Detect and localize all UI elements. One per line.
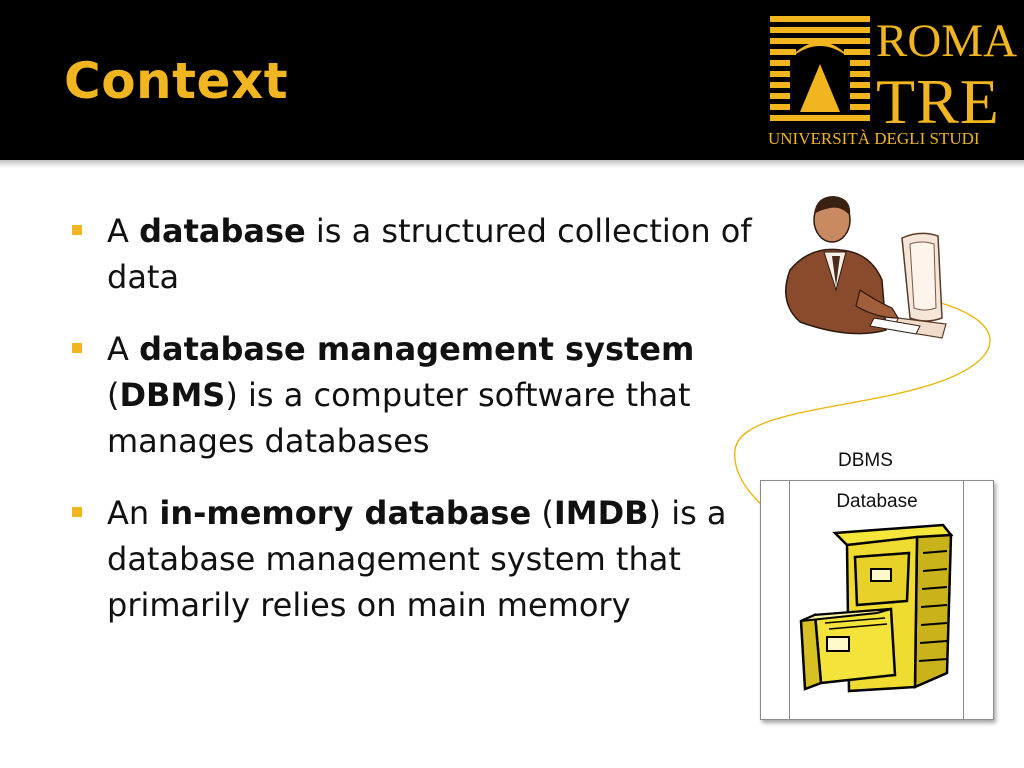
bullet-term: DBMS (119, 376, 226, 414)
bullet-term: database management system (139, 330, 695, 368)
file-cabinet-icon (799, 523, 954, 693)
bullet-term: in-memory database (159, 494, 532, 532)
bullet-square-icon (72, 343, 82, 353)
bullet-text: is a structured collection of data (107, 212, 752, 296)
slide-header (0, 0, 1024, 160)
bullet-text: A (107, 330, 140, 368)
logo-university-text: UNIVERSITÀ DEGLI STUDI (768, 129, 980, 148)
header-divider (0, 160, 1024, 168)
bullet-item: A database is a structured collection of… (72, 208, 762, 300)
logo-roma-text: ROMA (876, 15, 1018, 67)
bullet-text: ) is a database management system that p… (107, 494, 727, 624)
dbms-box-right-divider (963, 481, 964, 719)
bullet-term: database (139, 212, 306, 250)
roma-tre-emblem-icon (770, 16, 870, 121)
bullet-text: A (107, 212, 140, 250)
dbms-label: DBMS (838, 450, 893, 471)
database-label: Database (836, 491, 918, 512)
bullet-term: IMDB (553, 494, 649, 532)
bullet-square-icon (72, 225, 82, 235)
bullet-item: A database management system (DBMS) is a… (72, 326, 762, 464)
bullet-list: A database is a structured collection of… (72, 208, 762, 654)
bullet-text: ( (531, 494, 554, 532)
dbms-box: Database (760, 480, 994, 720)
university-logo: ROMA TRE UNIVERSITÀ DEGLI STUDI (764, 12, 1018, 152)
logo-tre-text: TRE (876, 66, 1000, 137)
slide-title: Context (64, 52, 289, 110)
bullet-square-icon (72, 507, 82, 517)
bullet-item: An in-memory database (IMDB) is a databa… (72, 490, 762, 628)
dbms-box-left-divider (789, 481, 790, 719)
bullet-text: An (107, 494, 160, 532)
bullet-text: ) is a computer software that manages da… (107, 376, 691, 460)
person-at-computer-icon (785, 196, 947, 339)
bullet-text: ( (107, 376, 120, 414)
